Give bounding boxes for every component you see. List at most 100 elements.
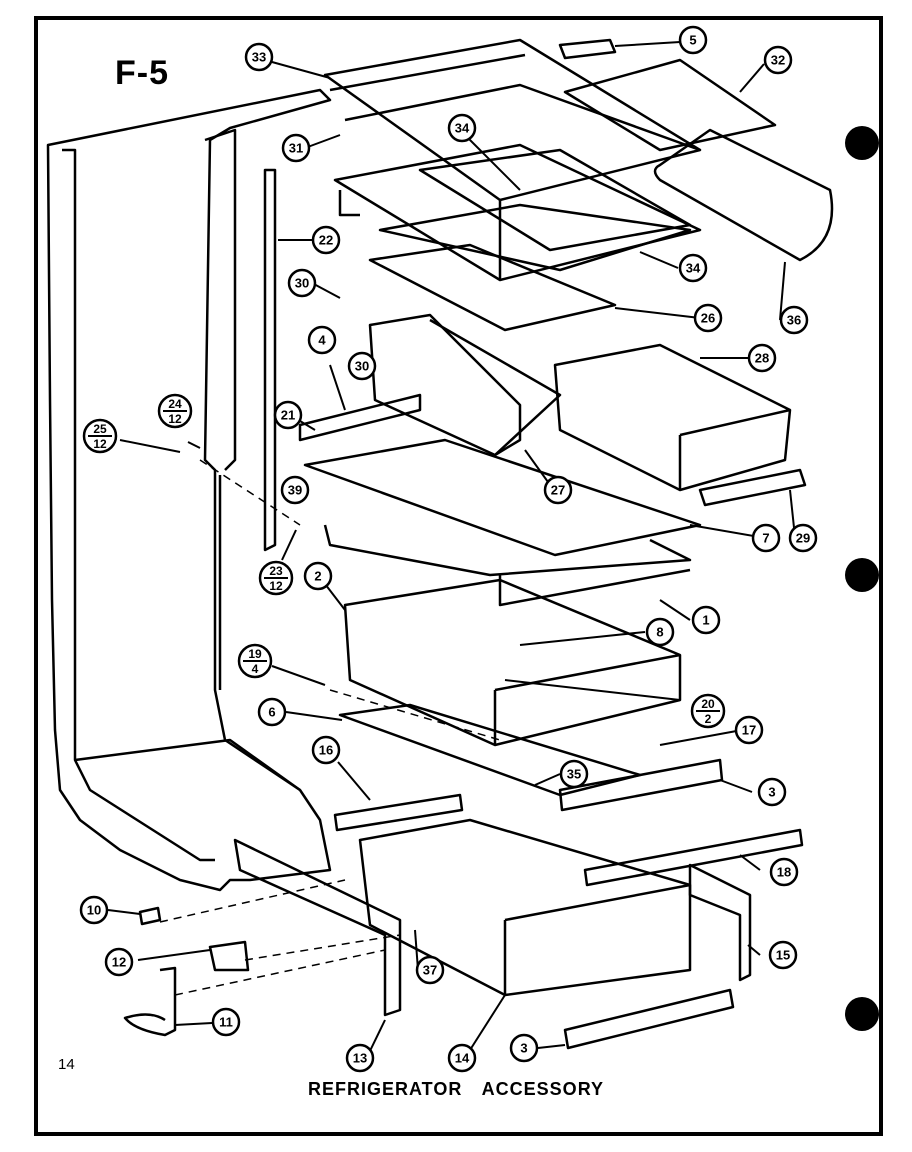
callout-circle: [747, 343, 777, 373]
fraction-callout-20-2: 202: [690, 693, 726, 729]
callout-number: 3: [520, 1041, 527, 1056]
callout-number: 4: [318, 333, 326, 348]
cabinet-liner-inner: [62, 148, 215, 862]
callout-number: 27: [551, 483, 565, 498]
callout-number: 36: [787, 313, 801, 328]
fraction-denominator: 12: [168, 412, 182, 426]
callout-number: 31: [289, 141, 303, 156]
top-shelf-rail: [329, 53, 701, 152]
callout-7: 7: [751, 523, 781, 553]
duct-36: [653, 128, 834, 262]
callout-number: 5: [689, 33, 696, 48]
fraction-denominator: 12: [269, 579, 283, 593]
callout-circle: [303, 561, 333, 591]
callout-circle: [307, 325, 337, 355]
figure-caption: REFRIGERATOR ACCESSORY: [308, 1079, 605, 1099]
frame-15: [688, 863, 752, 982]
callout-number: 2: [314, 569, 321, 584]
fraction-numerator: 19: [248, 647, 262, 661]
diagram-border: [34, 16, 883, 1136]
callout-circle: [104, 947, 134, 977]
callout-circle: [645, 617, 675, 647]
fraction-callout-19-4: 194: [237, 643, 273, 679]
callout-circle: [447, 1043, 477, 1073]
callout-16: 16: [311, 735, 341, 765]
fraction-numerator: 24: [168, 397, 182, 411]
callout-circle: [768, 940, 798, 970]
crisper-2: [343, 578, 682, 747]
crisper-28: [553, 343, 792, 492]
callout-15: 15: [768, 940, 798, 970]
fraction-denominator: 2: [705, 712, 712, 726]
callout-circle: [211, 1007, 241, 1037]
callout-number: 29: [796, 531, 810, 546]
fraction-numerator: 25: [93, 422, 107, 436]
callout-circle: [757, 777, 787, 807]
cabinet-floor: [74, 738, 301, 792]
callout-circle: [543, 475, 573, 505]
callout-number: 3: [768, 785, 775, 800]
callout-number: 30: [355, 359, 369, 374]
callout-34: 34: [447, 113, 477, 143]
fraction-denominator: 12: [93, 437, 107, 451]
cover-32: [563, 58, 777, 152]
part-11: [123, 966, 177, 1037]
callout-number: 14: [455, 1051, 470, 1066]
callout-circle: [509, 1033, 539, 1063]
callout-12: 12: [104, 947, 134, 977]
callout-circle: [751, 523, 781, 553]
shelf-34-glass: [418, 148, 692, 252]
shelf-31-edge: [338, 190, 502, 280]
punch-hole-middle: [845, 558, 879, 592]
callout-number: 34: [686, 261, 701, 276]
callout-34: 34: [678, 253, 708, 283]
callout-14: 14: [447, 1043, 477, 1073]
callout-circle: [244, 42, 274, 72]
callout-number: 37: [423, 963, 437, 978]
callout-33: 33: [244, 42, 274, 72]
callout-circle: [763, 45, 793, 75]
callout-number: 7: [762, 531, 769, 546]
top-shelf-frame: [323, 38, 702, 202]
support-29: [698, 468, 807, 507]
callout-3: 3: [757, 777, 787, 807]
callout-number: 32: [771, 53, 785, 68]
callout-circle: [447, 113, 477, 143]
callout-circle: [280, 475, 310, 505]
cabinet-wall-inner: [204, 128, 237, 690]
callout-circle: [311, 225, 341, 255]
callout-circle: [281, 133, 311, 163]
callout-6: 6: [257, 697, 287, 727]
panel-6: [338, 703, 642, 797]
callout-32: 32: [763, 45, 793, 75]
callout-circle: [273, 400, 303, 430]
callout-27: 27: [543, 475, 573, 505]
callout-circle: [678, 253, 708, 283]
drawer-26-cover: [368, 243, 617, 332]
crisper-28-front: [678, 408, 791, 490]
callout-number: 39: [288, 483, 302, 498]
alignment-lines: [159, 459, 501, 996]
callout-number: 10: [87, 903, 101, 918]
callout-8: 8: [645, 617, 675, 647]
callout-number: 22: [319, 233, 333, 248]
callout-18: 18: [769, 857, 799, 887]
drawer-27: [368, 313, 522, 457]
page-number: 14: [58, 1056, 75, 1073]
callout-circle: [347, 351, 377, 381]
callout-number: 12: [112, 955, 126, 970]
callout-circle: [79, 895, 109, 925]
callout-11: 11: [211, 1007, 241, 1037]
part-10: [138, 906, 162, 926]
callout-22: 22: [311, 225, 341, 255]
callout-circle: [559, 759, 589, 789]
callout-29: 29: [788, 523, 818, 553]
callout-number: 1: [702, 613, 709, 628]
part-5: [558, 38, 617, 60]
callout-4: 4: [307, 325, 337, 355]
shelf-34b-glass: [378, 203, 692, 272]
